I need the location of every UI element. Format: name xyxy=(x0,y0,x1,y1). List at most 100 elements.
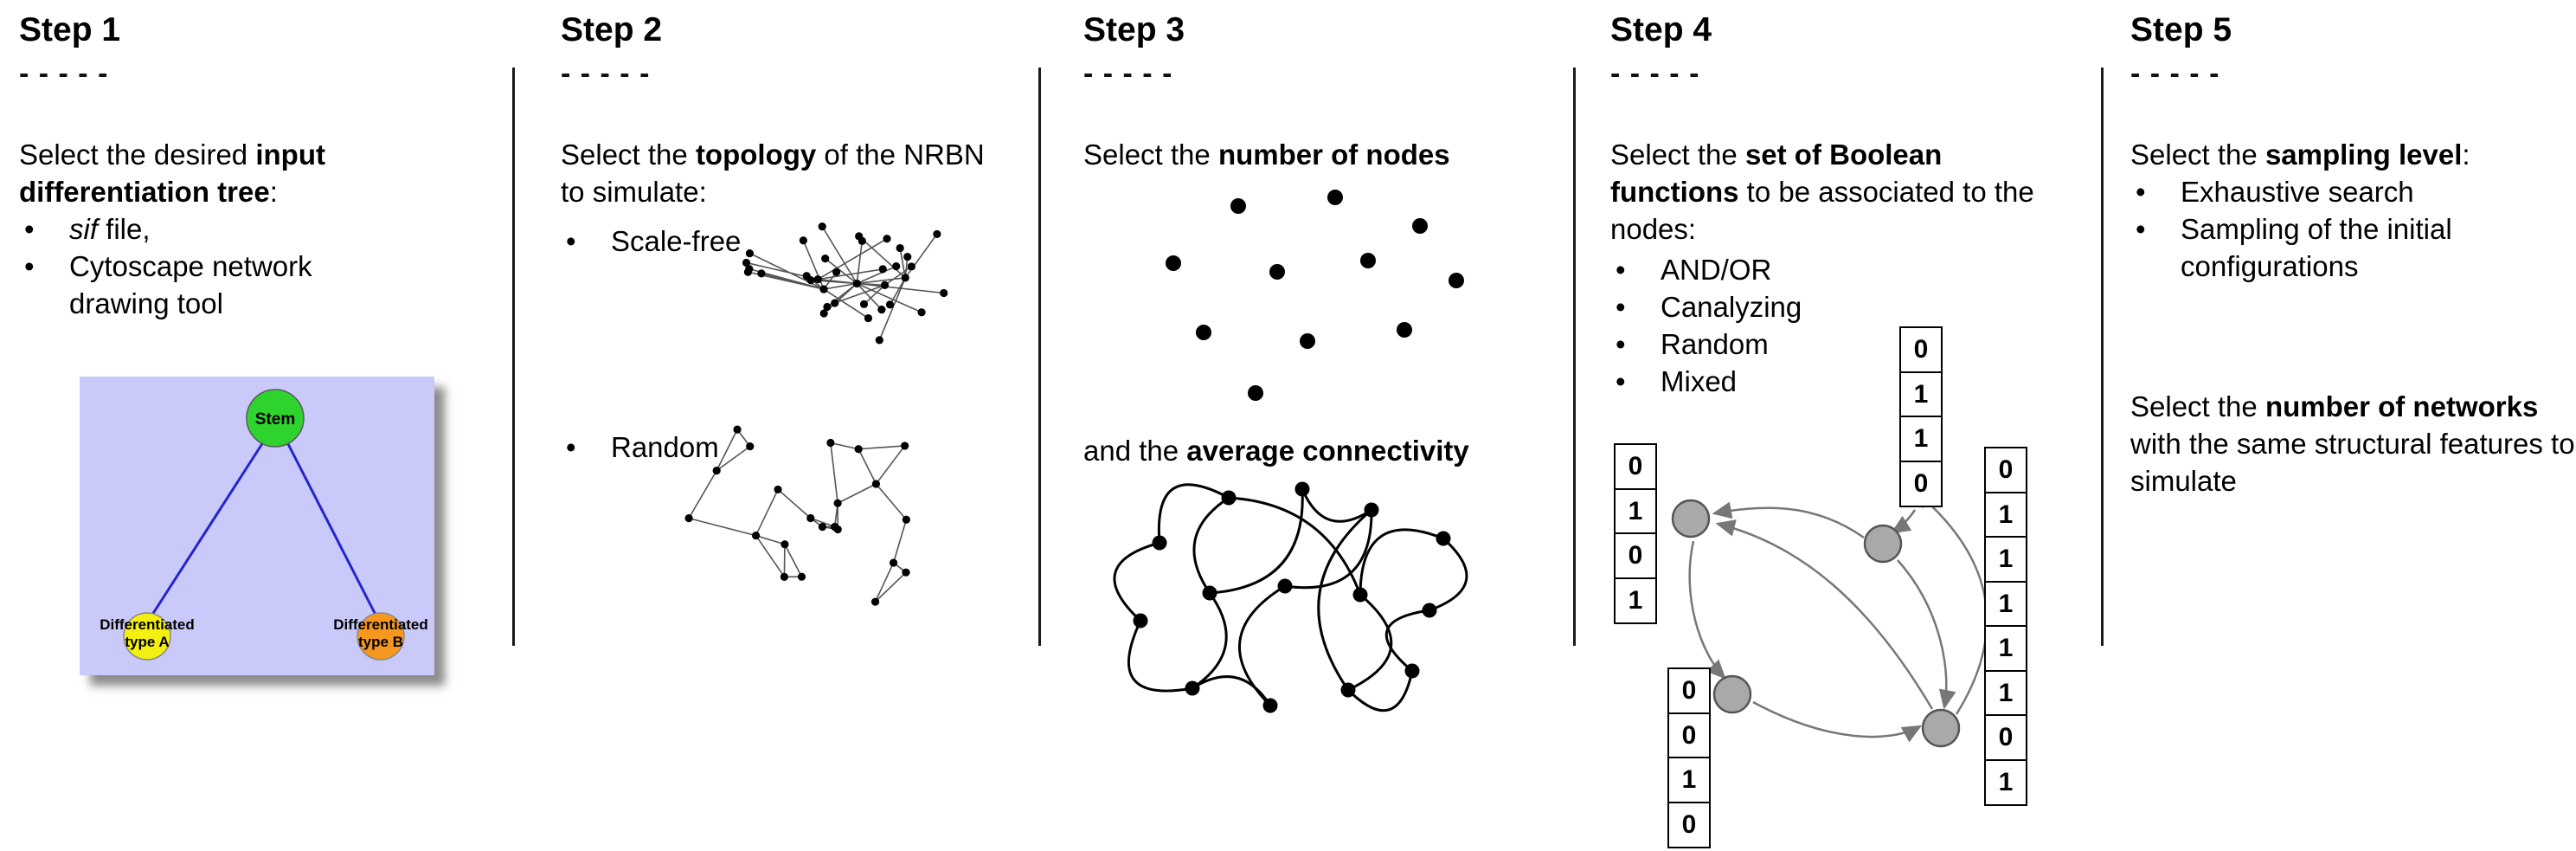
dashed-separator: - - - - - xyxy=(561,57,651,90)
type-b-label-line1: Differentiated xyxy=(333,616,428,633)
truth-table-cell: 0 xyxy=(1899,460,1943,507)
bullet-text: Cytoscape network drawing tool xyxy=(69,250,312,319)
step-5-title: Step 5 xyxy=(2130,11,2232,48)
text-segment-bold: sampling level xyxy=(2264,139,2463,171)
step-4-column: Step 4 - - - - - Select the set of Boole… xyxy=(1610,10,2117,848)
text-segment: to be associated to the nodes: xyxy=(1610,176,2034,245)
bullet-item: • Exhaustive search xyxy=(2130,173,2576,210)
bullet-marker: • xyxy=(24,213,35,245)
text-segment: Select the xyxy=(561,139,696,171)
bullet-marker: • xyxy=(24,250,35,282)
truth-table-cell: 0 xyxy=(1984,447,2027,493)
bullet-item: • sif file, xyxy=(19,210,434,248)
stem-node xyxy=(246,389,305,448)
bullet-item: • Sampling of the initial configurations xyxy=(2130,210,2528,285)
truth-table-cell: 0 xyxy=(1667,801,1711,848)
truth-table-cell: 1 xyxy=(1984,625,2027,672)
text-segment-bold: number of nodes xyxy=(1217,139,1450,171)
text-segment: Select the xyxy=(1610,139,1745,171)
column-divider xyxy=(512,68,515,646)
step-5-para2: Select the number of networks with the s… xyxy=(2130,388,2576,500)
dashed-separator: - - - - - xyxy=(2130,57,2220,90)
bullet-text: Canalyzing xyxy=(1661,291,1802,323)
bullet-marker: • xyxy=(566,225,576,257)
step-1-title: Step 1 xyxy=(19,11,121,48)
step-4-intro: Select the set of Boolean functions to b… xyxy=(1610,136,2073,248)
column-divider xyxy=(1038,68,1041,646)
column-divider xyxy=(1573,68,1576,646)
text-segment-bold: input differentiation tree xyxy=(19,139,325,208)
text-segment-bold: number of networks xyxy=(2264,390,2539,422)
step-2-title: Step 2 xyxy=(561,11,663,48)
bullet-item: • Cytoscape network drawing tool xyxy=(19,248,382,322)
bullet-text: AND/OR xyxy=(1661,254,1772,286)
text-segment-bold: set of Boolean functions xyxy=(1610,139,1943,208)
text-segment: file, xyxy=(98,213,151,245)
step-3-line2: and the average connectivity xyxy=(1083,432,1469,469)
bullet-text: Mixed xyxy=(1661,365,1738,397)
dashed-separator: - - - - - xyxy=(1083,57,1173,90)
differentiated-type-b-node xyxy=(357,612,405,661)
bullet-text: Random xyxy=(1661,328,1769,360)
truth-table-cell: 0 xyxy=(1667,712,1711,759)
bullet-item: • Random xyxy=(1610,326,2117,363)
boolean-function-list: • AND/OR • Canalyzing • Random • Mixed xyxy=(1610,251,2117,400)
bullet-text: Exhaustive search xyxy=(2181,176,2414,208)
truth-table-cell: 1 xyxy=(1899,416,1943,462)
step-3-line1: Select the number of nodes xyxy=(1083,136,1585,173)
connectivity-tangle-figure xyxy=(1113,481,1468,713)
text-segment-bold: topology xyxy=(695,139,817,171)
bullet-text: Sampling of the initial configurations xyxy=(2181,213,2452,282)
step-5-line1: Select the sampling level: xyxy=(2130,136,2576,173)
bullet-text: sif file, xyxy=(69,210,151,248)
truth-table-cell: 0 xyxy=(1667,667,1711,714)
bullet-marker: • xyxy=(1616,254,1626,286)
truth-table-cell: 1 xyxy=(1984,580,2027,628)
bullet-marker: • xyxy=(1616,328,1626,360)
truth-table-cell: 1 xyxy=(1667,757,1711,803)
tree-edge-right xyxy=(286,442,377,616)
text-segment: with the same structural features to sim… xyxy=(2130,428,2575,497)
random-network-figure xyxy=(684,425,910,606)
bullet-marker: • xyxy=(2136,176,2146,208)
truth-table-cell: 0 xyxy=(1984,714,2027,761)
graph-node xyxy=(1671,499,1711,538)
text-segment: Select the xyxy=(2130,390,2265,422)
bullet-marker: • xyxy=(1616,291,1626,323)
text-segment: Select the desired xyxy=(19,139,256,171)
boolean-network-svg xyxy=(1671,489,1988,748)
text-segment: and the xyxy=(1083,435,1187,467)
truth-table-cell: 0 xyxy=(1614,443,1657,490)
truth-table-cell: 1 xyxy=(1984,758,2027,806)
step-5-column: Step 5 - - - - - Select the sampling lev… xyxy=(2130,10,2576,841)
bullet-marker: • xyxy=(1616,365,1626,397)
bullet-marker: • xyxy=(2136,213,2146,245)
bullet-text: Scale-free xyxy=(611,225,742,257)
differentiated-type-a-node xyxy=(123,612,171,661)
network-nodes xyxy=(1671,499,1961,748)
dashed-separator: - - - - - xyxy=(1610,57,1700,90)
text-segment-bold: average connectivity xyxy=(1186,435,1469,467)
bullet-item: • Canalyzing xyxy=(1610,288,2117,326)
bullet-text: Random xyxy=(611,431,719,463)
step-1-column: Step 1 - - - - - Select the desired inpu… xyxy=(19,10,508,841)
text-segment-italic: sif xyxy=(69,213,98,245)
step-3-column: Step 3 - - - - - Select the number of no… xyxy=(1083,10,1585,841)
bullet-item: • Mixed xyxy=(1610,363,2117,400)
truth-table-cell: 1 xyxy=(1984,669,2027,717)
bullet-marker: • xyxy=(566,431,576,463)
text-segment: of the NRBN to simulate: xyxy=(561,139,985,208)
truth-table-cell: 1 xyxy=(1899,371,1943,418)
stem-node-label: Stem xyxy=(255,410,295,429)
bullet-item: • AND/OR xyxy=(1610,251,2117,288)
type-a-label-line2: type A xyxy=(125,634,169,650)
truth-table-cell: 1 xyxy=(1984,491,2027,538)
bullet-item: • Random xyxy=(561,429,820,466)
nodes-dots-figure xyxy=(1166,190,1464,401)
dashed-separator: - - - - - xyxy=(19,57,109,90)
graph-node xyxy=(1921,708,1961,748)
